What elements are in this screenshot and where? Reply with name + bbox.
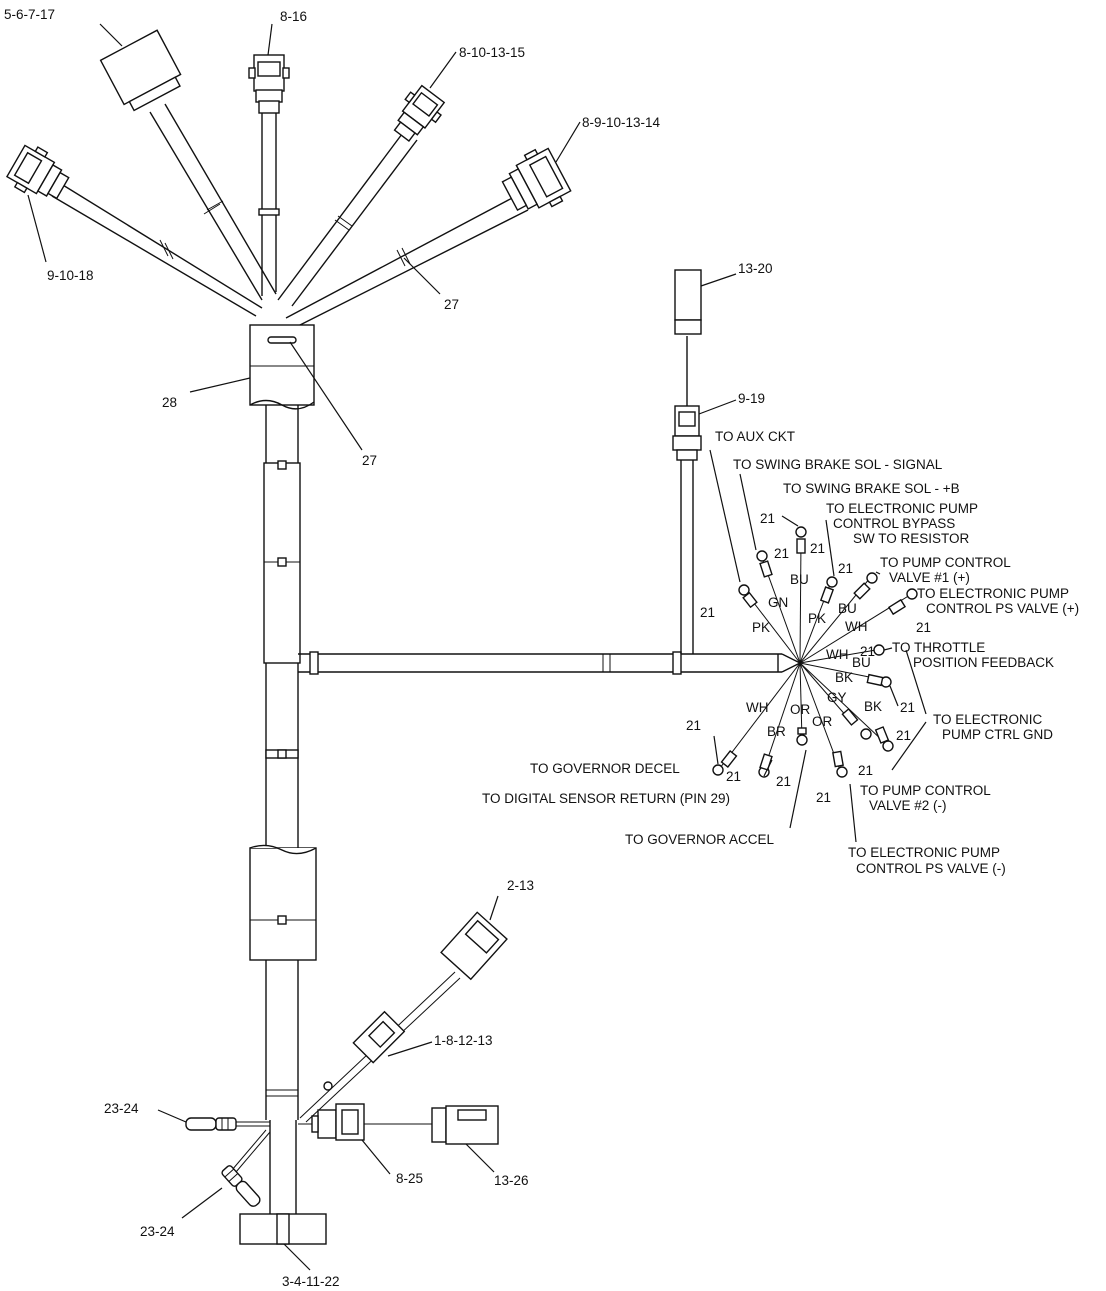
wire-color-bu: BU xyxy=(852,655,871,670)
label-13-26: 13-26 xyxy=(494,1173,529,1188)
connector-2-13 xyxy=(440,911,508,981)
wire-color-wh: WH xyxy=(746,700,769,715)
lower-branches xyxy=(185,911,508,1207)
wire-color-wh: WH xyxy=(845,619,868,634)
dest-bypass-line3: SW TO RESISTOR xyxy=(853,531,970,546)
connector-3-4-11-22 xyxy=(239,1213,327,1245)
label-21: 21 xyxy=(860,644,875,659)
dest-digital-sensor-return: TO DIGITAL SENSOR RETURN (PIN 29) xyxy=(482,791,730,806)
wire-color-bk: BK xyxy=(864,699,882,714)
wire-color-bu: BU xyxy=(838,601,857,616)
label-21: 21 xyxy=(686,718,701,733)
label-27-top: 27 xyxy=(444,297,459,312)
connector-13-26 xyxy=(431,1105,499,1145)
connector-13-20 xyxy=(674,269,702,335)
label-21: 21 xyxy=(816,790,831,805)
label-21: 21 xyxy=(858,763,873,778)
label-21: 21 xyxy=(776,774,791,789)
dest-pump-valve1-line2: VALVE #1 (+) xyxy=(889,570,970,585)
connector-9-19 xyxy=(672,405,702,461)
label-8-25: 8-25 xyxy=(396,1171,423,1186)
dest-bypass-line2: CONTROL BYPASS xyxy=(833,516,955,531)
clip-27-strap xyxy=(267,336,297,344)
wire-color-or: OR xyxy=(790,702,811,717)
dest-pump-valve2-line1: TO PUMP CONTROL xyxy=(860,783,991,798)
label-2-13: 2-13 xyxy=(507,878,534,893)
connector-8-9-10-13-14 xyxy=(501,147,572,212)
dest-ps-minus-line2: CONTROL PS VALVE (-) xyxy=(856,861,1006,876)
dest-governor-decel: TO GOVERNOR DECEL xyxy=(530,761,680,776)
wire-color-bu: BU xyxy=(790,572,809,587)
dest-pump-valve2-line2: VALVE #2 (-) xyxy=(869,798,947,813)
dest-swing-brake-b: TO SWING BRAKE SOL - +B xyxy=(783,481,960,496)
connector-8-25 xyxy=(311,1103,365,1141)
label-21: 21 xyxy=(810,541,825,556)
wire-color-or: OR xyxy=(812,714,833,729)
main-trunk xyxy=(239,324,327,1245)
upper-branches xyxy=(5,29,572,327)
label-27-mid: 27 xyxy=(362,453,377,468)
label-3-4-11-22: 3-4-11-22 xyxy=(282,1274,340,1289)
label-21: 21 xyxy=(900,700,915,715)
connector-5-6-7-17 xyxy=(99,29,182,112)
label-23-24-bottom: 23-24 xyxy=(140,1224,175,1239)
connector-23-24-top xyxy=(185,1117,237,1131)
dest-gnd-line2: PUMP CTRL GND xyxy=(942,727,1053,742)
label-21: 21 xyxy=(774,546,789,561)
connector-8-16 xyxy=(248,54,290,114)
wire-color-br: BR xyxy=(767,724,786,739)
label-28: 28 xyxy=(162,395,177,410)
breakout-wires: PK GN BU PK BU WH WH BU BK GY BK WH OR B… xyxy=(712,526,918,778)
label-9-19: 9-19 xyxy=(738,391,765,406)
wire-color-bk: BK xyxy=(835,670,853,685)
label-21: 21 xyxy=(916,620,931,635)
vertical-branch xyxy=(672,269,702,654)
horizontal-branch xyxy=(298,651,802,675)
label-21: 21 xyxy=(838,561,853,576)
wire-color-gn: GN xyxy=(768,595,788,610)
label-1-8-12-13: 1-8-12-13 xyxy=(434,1033,493,1048)
dest-bypass-line1: TO ELECTRONIC PUMP xyxy=(826,501,978,516)
connector-1-8-12-13 xyxy=(352,1010,406,1064)
dest-gnd-line1: TO ELECTRONIC xyxy=(933,712,1043,727)
wire-color-pk: PK xyxy=(752,620,770,635)
label-8-9-10-13-14: 8-9-10-13-14 xyxy=(582,115,661,130)
label-13-20: 13-20 xyxy=(738,261,773,276)
label-21: 21 xyxy=(896,728,911,743)
dest-throttle-line2: POSITION FEEDBACK xyxy=(913,655,1054,670)
dest-governor-accel: TO GOVERNOR ACCEL xyxy=(625,832,775,847)
label-21: 21 xyxy=(760,511,775,526)
connector-8-10-13-15 xyxy=(393,84,446,142)
dest-aux-ckt: TO AUX CKT xyxy=(715,429,795,444)
label-9-10-18: 9-10-18 xyxy=(47,268,94,283)
dest-swing-brake-signal: TO SWING BRAKE SOL - SIGNAL xyxy=(733,457,943,472)
label-8-16: 8-16 xyxy=(280,9,307,24)
ring-terminals xyxy=(712,526,918,778)
label-8-10-13-15: 8-10-13-15 xyxy=(459,45,525,60)
connector-23-24-bottom xyxy=(221,1165,261,1207)
dest-pump-valve1-line1: TO PUMP CONTROL xyxy=(880,555,1011,570)
label-5-6-7-17: 5-6-7-17 xyxy=(4,7,55,22)
dest-ps-minus-line1: TO ELECTRONIC PUMP xyxy=(848,845,1000,860)
dest-ps-plus-line2: CONTROL PS VALVE (+) xyxy=(926,601,1079,616)
wire-color-pk: PK xyxy=(808,611,826,626)
label-23-24-top: 23-24 xyxy=(104,1101,139,1116)
dest-throttle-line1: TO THROTTLE xyxy=(892,640,985,655)
label-21: 21 xyxy=(700,605,715,620)
wire-color-gy: GY xyxy=(827,690,847,705)
wire-color-wh: WH xyxy=(826,647,849,662)
connector-9-10-18 xyxy=(5,144,70,200)
dest-ps-plus-line1: TO ELECTRONIC PUMP xyxy=(917,586,1069,601)
leader-lines xyxy=(27,23,927,1271)
label-21: 21 xyxy=(726,769,741,784)
